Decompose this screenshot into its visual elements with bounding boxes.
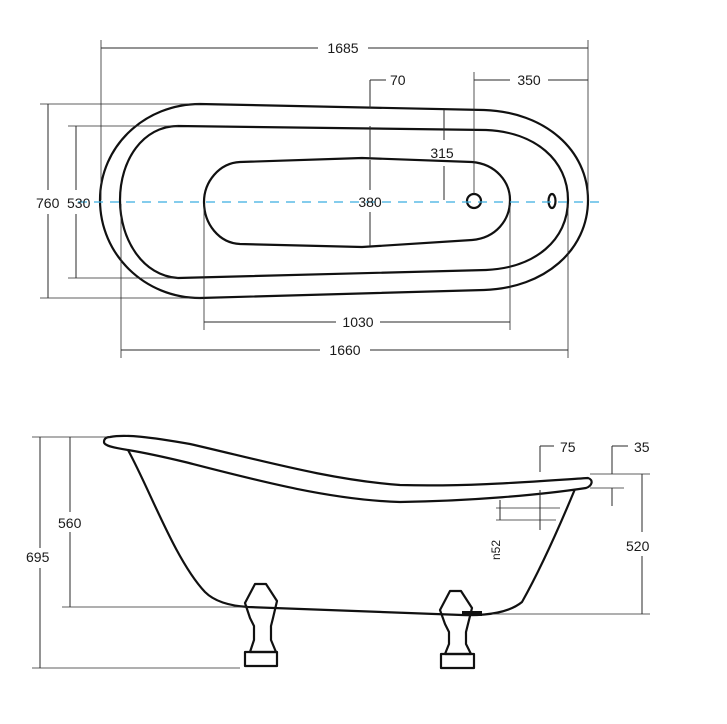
- dim-rim-top: 35: [634, 439, 650, 455]
- side-body-outline: [127, 449, 577, 617]
- right-foot: [438, 589, 474, 656]
- dim-rim-length: 1660: [329, 342, 360, 358]
- drain-waste: [462, 611, 482, 616]
- top-view: 1685 70 350 315 380 760 530: [36, 40, 600, 358]
- overflow-ellipse: [547, 192, 557, 210]
- right-foot-base: [439, 652, 476, 670]
- tub-basin-outline: [202, 156, 512, 249]
- dim-basin-length: 1030: [342, 314, 373, 330]
- dim-overall-length: 1685: [327, 40, 358, 56]
- tub-rim-outline: [118, 124, 570, 280]
- tub-outer-outline: [98, 102, 590, 300]
- left-foot-base: [243, 650, 279, 668]
- dim-rim-width: 530: [67, 195, 91, 211]
- dim-overall-width: 760: [36, 195, 60, 211]
- dim-end-height: 520: [626, 538, 650, 554]
- dim-body-height: 560: [58, 515, 82, 531]
- dim-basin-width: 380: [358, 194, 382, 210]
- side-view: 695 560 520 75 35 n52: [26, 434, 650, 670]
- side-rim-outline: [102, 434, 593, 504]
- dim-overflow: n52: [489, 540, 503, 560]
- dim-total-height: 695: [26, 549, 50, 565]
- dim-drain-offset: 315: [430, 145, 454, 161]
- dim-rim-lip: 75: [560, 439, 576, 455]
- left-foot: [243, 582, 279, 654]
- dim-rim-offset: 70: [390, 72, 406, 88]
- dim-drain-to-end: 350: [517, 72, 541, 88]
- drain-circle: [465, 192, 483, 210]
